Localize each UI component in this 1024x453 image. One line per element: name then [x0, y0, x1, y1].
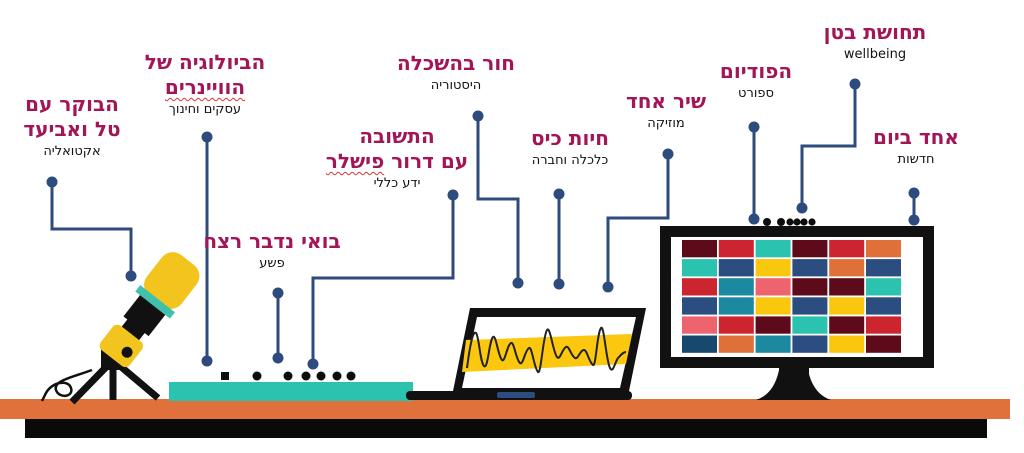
- mic-neck: [123, 295, 166, 337]
- show-category: ידע כללי: [373, 176, 421, 191]
- monitor-tile: [866, 297, 901, 315]
- monitor-tile: [829, 316, 865, 334]
- monitor-tile: [866, 259, 901, 277]
- laptop-waveform: [466, 326, 627, 374]
- show-category: ספורט: [738, 86, 774, 101]
- connector-line: [50, 182, 133, 276]
- keyboard-dots: [221, 371, 356, 381]
- monitor-tile: [866, 316, 901, 334]
- connector-dots: [46, 78, 920, 370]
- mic-cable: [40, 368, 93, 402]
- monitor-tile: [829, 297, 865, 315]
- monitor-tile: [792, 335, 828, 353]
- monitor-tile: [682, 335, 717, 353]
- laptop-hinge: [497, 392, 535, 398]
- connector-line: [476, 116, 520, 283]
- microphone-icon: [40, 252, 200, 405]
- connector-line: [311, 195, 455, 364]
- connector-line: [800, 84, 857, 208]
- show-label-hor-bahaskala: חור בהשכלה היסטוריה: [397, 51, 515, 94]
- show-title: אחד ביום: [873, 125, 959, 149]
- monitor-tile: [718, 297, 754, 315]
- mic-stripe: [135, 285, 175, 319]
- mic-joint: [121, 317, 146, 341]
- monitor-icon: [660, 226, 934, 400]
- connector-line: [606, 154, 670, 287]
- monitor-tile: [718, 316, 754, 334]
- monitor-tile: [755, 297, 791, 315]
- show-label-hayot-kis: חיות כיס כלכלה וחברה: [531, 126, 609, 169]
- monitor-tile: [682, 240, 717, 258]
- monitor-tile: [682, 297, 717, 315]
- show-title: הפודיום: [719, 59, 793, 83]
- monitor-tile: [718, 240, 754, 258]
- monitor-tile: [792, 240, 828, 258]
- monitor-tile: [755, 278, 791, 296]
- monitor-tile: [718, 335, 754, 353]
- show-category: חדשות: [897, 152, 935, 167]
- laptop-icon: [406, 308, 646, 400]
- show-title: תחושת בטן: [823, 20, 927, 44]
- show-title: שיר אחד: [625, 89, 707, 113]
- show-label-nedaber-retzah: בואי נדבר רצח פשע: [203, 229, 340, 272]
- show-title: חיות כיס: [531, 126, 609, 150]
- monitor-tile: [829, 259, 865, 277]
- desk-top: [0, 399, 1010, 419]
- show-category: אקטואליה: [43, 144, 101, 159]
- mic-arm: [99, 324, 144, 368]
- show-label-hapodium: הפודיום ספורט: [720, 59, 792, 102]
- monitor-tile: [755, 335, 791, 353]
- monitor-tile: [718, 278, 754, 296]
- monitor-tile: [682, 259, 717, 277]
- show-title: בואי נדבר רצח: [203, 229, 341, 253]
- monitor-tile: [755, 240, 791, 258]
- show-category: מוזיקה: [647, 116, 685, 131]
- monitor-tile: [755, 316, 791, 334]
- monitor-tile: [792, 259, 828, 277]
- monitor-tile: [829, 278, 865, 296]
- monitor-dots: [763, 218, 816, 226]
- monitor-tile: [682, 278, 717, 296]
- laptop-yellow-band: [462, 334, 632, 372]
- show-label-ehad-bayom: אחד ביום חדשות: [873, 125, 959, 168]
- show-label-shir-ehad: שיר אחד מוזיקה: [626, 89, 706, 132]
- monitor-tiles: [682, 240, 901, 353]
- connectors: [50, 84, 916, 364]
- monitor-stand: [756, 370, 831, 400]
- show-category: פשע: [259, 256, 285, 271]
- monitor-tile: [718, 259, 754, 277]
- monitor-tile: [866, 240, 901, 258]
- show-category: כלכלה וחברה: [531, 153, 609, 168]
- mic-body: [99, 252, 200, 368]
- desk: [0, 399, 1010, 438]
- monitor-tile: [792, 278, 828, 296]
- mic-capsule: [144, 252, 200, 309]
- monitor-tile: [792, 316, 828, 334]
- show-category: עסקים וחינוך: [168, 102, 242, 117]
- monitor-tile: [682, 316, 717, 334]
- desk-shadow: [25, 419, 987, 438]
- monitor-tile: [829, 335, 865, 353]
- monitor-tile: [866, 335, 901, 353]
- mic-screw: [121, 346, 133, 358]
- show-title: חור בהשכלה: [397, 51, 515, 75]
- mixer-keyboard: [169, 382, 413, 401]
- show-category: היסטוריה: [430, 78, 482, 93]
- monitor-tile: [866, 278, 901, 296]
- show-label-thushat-beten: תחושת בטן wellbeing: [824, 20, 927, 63]
- monitor-tile: [792, 297, 828, 315]
- monitor-tile: [829, 240, 865, 258]
- show-category: wellbeing: [843, 47, 907, 62]
- monitor-tile: [755, 259, 791, 277]
